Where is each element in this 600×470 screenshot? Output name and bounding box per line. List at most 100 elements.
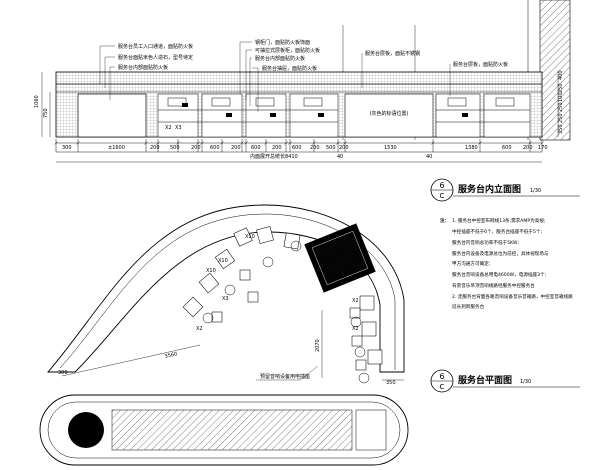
elevation-scale: 1/30 [530, 188, 541, 194]
leader-line [245, 49, 252, 100]
control-core [304, 223, 376, 293]
fixture [182, 296, 204, 318]
leader-line [249, 57, 252, 106]
note-line: 1. 服务台中控室布网线13条,需求AMP为高规; [452, 217, 546, 224]
callout-text: 服务台员工入口通道，面贴防火板 [118, 43, 193, 50]
plan-fixtures [182, 226, 383, 371]
equipment-block [270, 113, 276, 117]
notes-block: 注： 1. 服务台中控室布网线13条,需求AMP为高规; 中控插座不低于6个，服… [440, 217, 573, 310]
tag-x2: X2 [165, 125, 172, 131]
total-length-label: 内面展开总统长8410 [250, 153, 298, 160]
plan-dim: 3560 [164, 351, 178, 360]
chair [224, 284, 236, 296]
elevation-title: 服务台内立面图 [458, 183, 521, 195]
fixture [211, 311, 223, 323]
dim-bottom: 600 [502, 145, 512, 151]
counter-outline [47, 204, 405, 373]
plan-chairs [202, 240, 370, 384]
dim-ticks [54, 139, 544, 152]
note-line: 延长到新服务台 [452, 303, 485, 310]
dim-line [61, 344, 201, 377]
drawer [211, 97, 231, 107]
note-line: 服务台音响设备总用电4600W，电源插座3个; [452, 271, 547, 278]
dim-bottom: 200 [523, 145, 533, 151]
plan-dim: 2070 [315, 339, 321, 352]
plan-dim: 350 [386, 380, 396, 386]
dim-bottom: 1380 [465, 145, 478, 151]
fixture [359, 295, 375, 311]
fixture [247, 291, 259, 303]
socket-label: 预留音响设备用电插座 [260, 373, 310, 380]
bubble-letter: C [440, 192, 445, 200]
signage-area [344, 93, 434, 138]
plan-drawing: X10 X10 X10 X2 X3 X2 X2 3560 300 2070 35… [39, 204, 409, 466]
fixture [367, 349, 383, 365]
leader-line [99, 45, 115, 84]
wall-hatch [539, 0, 571, 141]
lower-box [355, 409, 387, 451]
callout-text: 服务台层板，面贴不锈钢 [365, 50, 420, 57]
dim-bottom: 200 [339, 145, 349, 151]
callout-text: 服务台层板，面贴防火板 [453, 61, 508, 68]
dim-bottom: 200 [272, 145, 282, 151]
staff-entrance [77, 93, 147, 138]
plan-tag: X10 [206, 268, 216, 274]
drawer [447, 97, 467, 107]
note-line: 服务台内音响总功率不低于5KW; [452, 239, 519, 246]
leader-line [239, 41, 252, 94]
dim-bottom: 600 [251, 145, 261, 151]
elevation-title-block: 6 C 服务台内立面图 1/30 [430, 178, 580, 202]
drawer [167, 97, 187, 107]
notes-heading: 注： [440, 217, 449, 224]
dim-bottom: 600 [292, 145, 302, 151]
callout-text: 服务台抽屉，面贴防火板 [262, 65, 317, 72]
dim-bottom: 600 [210, 145, 220, 151]
note-line: 甲方沟通方可确定; [452, 260, 491, 267]
chair [358, 372, 370, 384]
tag-x3: X3 [175, 125, 182, 131]
dim-bottom: 500 [170, 145, 180, 151]
drawer [303, 97, 323, 107]
fixture [239, 269, 251, 281]
note-line: 2. 走服务台背面各路音响设备音乐音箱路，中控室音箱线路 [452, 293, 573, 300]
dim-bottom: 200 [150, 145, 160, 151]
fixture [256, 226, 274, 244]
plan-tag: X2 [196, 326, 203, 332]
callout-text: 服务台内部面贴防火板 [118, 64, 168, 71]
dim-right: 250 [558, 83, 564, 93]
dim-small: 40 [426, 154, 432, 160]
elevation-drawing: (灰色的标语位置) X2 X3 [34, 0, 571, 163]
leader-line [252, 67, 259, 112]
dim-right: 350 [558, 124, 564, 134]
fixture [198, 272, 220, 294]
plan-tag: X10 [245, 234, 255, 240]
control-core-grid [311, 230, 369, 286]
callout-leaders [99, 41, 451, 112]
drawer [495, 97, 515, 107]
chair [262, 256, 274, 268]
equipment-block [462, 113, 468, 117]
note-line: 背景音乐吊顶音响线路经服务中控服务台 [452, 282, 535, 289]
fixture [351, 335, 363, 347]
equipment-block [226, 113, 232, 117]
plan-tag: X10 [218, 258, 228, 264]
leader-line [256, 365, 319, 381]
dim-left: 1060 [34, 95, 40, 108]
callout-text: 服务台面贴米色人造石，型号待定 [118, 54, 193, 61]
lower-stadium-inner [47, 401, 401, 459]
chair [354, 346, 366, 358]
dim-bottom: 300 [62, 145, 72, 151]
cabinet-units [157, 93, 531, 138]
callout-text: 服务台内部面贴防火板 [255, 55, 305, 62]
plan-tag: X2 [352, 326, 359, 332]
plan-dim: 300 [58, 370, 68, 376]
dim-right: 250 [558, 113, 564, 123]
dim-left: 750 [43, 108, 49, 118]
dim-bottom: ±1600 [108, 145, 125, 151]
leader-line [109, 66, 115, 100]
drawer [255, 97, 275, 107]
note-line: 中控插座不低于6个，服务台插座不低于5个; [452, 228, 543, 235]
fixture [283, 232, 301, 250]
bubble-number: 6 [439, 372, 444, 381]
